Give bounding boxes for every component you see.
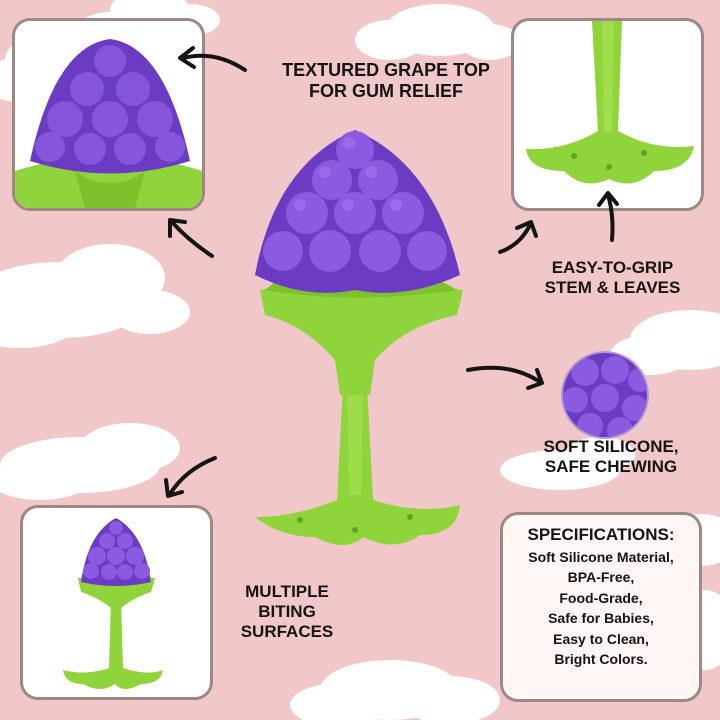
specification-item: Soft Silicone Material,	[528, 549, 674, 565]
silicone-texture-closeup	[561, 351, 649, 439]
label-easy-to-grip: EASY-TO-GRIP STEM & LEAVES	[530, 258, 695, 298]
label-soft-silicone: SOFT SILICONE, SAFE CHEWING	[522, 437, 700, 477]
label-textured-line1: TEXTURED GRAPE TOP	[282, 60, 490, 80]
cloud-center-right	[500, 437, 635, 490]
main-teether-image	[255, 130, 463, 545]
label-grip-line2: STEM & LEAVES	[544, 278, 681, 298]
cloud-left-lower	[0, 423, 180, 500]
label-bite-line1: MULTIPLE	[245, 582, 329, 601]
specification-item: BPA-Free,	[567, 569, 635, 586]
label-soft-line1: SOFT SILICONE,	[543, 437, 679, 456]
specification-item: Easy to Clean,	[553, 630, 649, 647]
cloud-top-center	[355, 4, 520, 60]
cloud-left-middle	[0, 244, 190, 348]
specification-item: Food-Grade,	[559, 589, 643, 606]
panel-stem-leaves	[511, 18, 704, 211]
specifications-title: SPECIFICATIONS:	[527, 525, 675, 544]
label-textured-grape-top: TEXTURED GRAPE TOP FOR GUM RELIEF	[246, 60, 526, 102]
stem-base-image	[526, 21, 694, 184]
label-bite-line3: SURFACES	[240, 622, 334, 642]
full-teether-image	[63, 518, 163, 689]
specification-item: Bright Colors.	[554, 651, 648, 668]
panel-specifications: SPECIFICATIONS: Soft Silicone Material, B…	[500, 512, 702, 702]
teether-leaf-cup	[260, 282, 463, 395]
specifications-list: Soft Silicone Material, BPA-Free, Food-Gra…	[507, 547, 695, 670]
cloud-bottom-center	[290, 660, 500, 720]
panel-full-teether	[20, 505, 213, 700]
label-multiple-biting: MULTIPLE BITING SURFACES	[222, 582, 352, 642]
label-textured-line2: FOR GUM RELIEF	[309, 81, 463, 102]
grape-top-closeup-image	[15, 39, 202, 208]
label-soft-line2: SAFE CHEWING	[544, 457, 678, 477]
label-bite-line2: BITING	[258, 602, 316, 622]
label-grip-line1: EASY-TO-GRIP	[551, 258, 674, 277]
specification-item: Safe for Babies,	[548, 610, 654, 627]
panel-grape-closeup	[12, 18, 205, 211]
